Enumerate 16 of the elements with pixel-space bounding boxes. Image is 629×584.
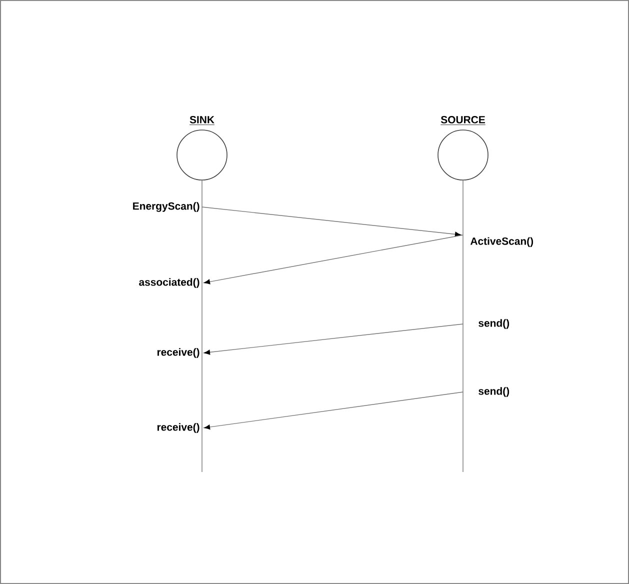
message-arrow [202, 206, 461, 237]
message-label: send() [478, 387, 510, 397]
lifeline-head: SINK [176, 116, 228, 180]
message-label: receive() [157, 348, 200, 358]
message-label: ActiveScan() [470, 237, 534, 247]
node-label: SOURCE [440, 116, 485, 124]
message-label: associated() [139, 278, 200, 288]
message-arrow [204, 324, 464, 355]
message-label: send() [478, 319, 510, 329]
node-label: SINK [190, 116, 214, 124]
message-label: EnergyScan() [133, 202, 200, 212]
message-arrow [204, 234, 464, 284]
message-label: receive() [157, 423, 200, 433]
lifeline-head: SOURCE [438, 116, 488, 180]
lifeline [462, 180, 464, 472]
message-arrow [204, 392, 464, 430]
